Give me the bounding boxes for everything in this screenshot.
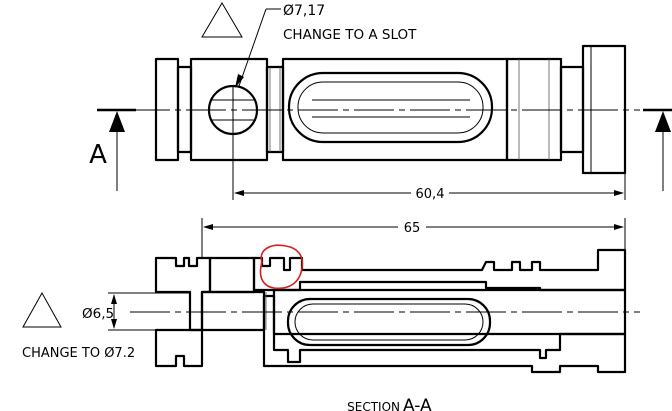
- section-label-left: A: [89, 140, 107, 170]
- revision-triangle-top: [201, 2, 243, 38]
- left-diameter-label: Ø6,5: [82, 306, 114, 322]
- dimension-label-65: 65: [404, 221, 421, 236]
- section-caption-prefix: SECTION: [347, 400, 400, 411]
- top-slot-outer: [287, 71, 494, 144]
- section-slot-outer: [286, 297, 492, 347]
- section-view: [130, 244, 640, 374]
- top-change-note: CHANGE TO A SLOT: [283, 27, 417, 43]
- section-pocket: [208, 256, 256, 294]
- section-cut-right: [643, 108, 672, 191]
- markup-circle: [259, 244, 304, 290]
- top-view: [130, 44, 640, 175]
- dimension-label-60: 60,4: [416, 187, 445, 202]
- section-lower-wall: [154, 328, 204, 368]
- section-upper-wall: [154, 256, 212, 332]
- dimension-line-65: [201, 218, 626, 258]
- left-change-note: CHANGE TO Ø7.2: [22, 346, 135, 361]
- top-slot-inner: [297, 81, 484, 134]
- top-diameter-leader: [235, 8, 281, 88]
- section-lower-wall-right: [262, 294, 627, 374]
- dimension-line-60: [232, 86, 626, 200]
- section-upper-wall-right: [252, 248, 627, 292]
- top-diameter-label: Ø7,17: [283, 3, 325, 19]
- revision-triangle-left: [22, 291, 62, 328]
- left-diameter-dimension: [108, 292, 190, 331]
- section-cut-left: [97, 108, 136, 191]
- section-slot-inner: [294, 303, 484, 341]
- section-bore-left: [200, 290, 266, 332]
- section-caption-letters: A-A: [403, 396, 432, 411]
